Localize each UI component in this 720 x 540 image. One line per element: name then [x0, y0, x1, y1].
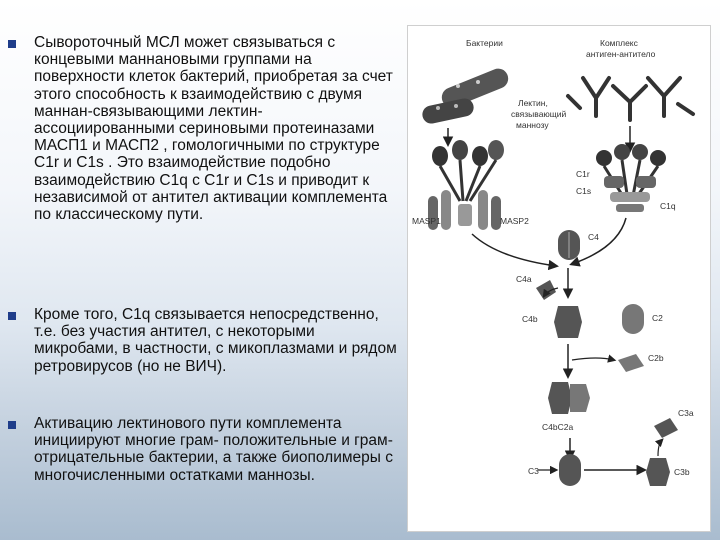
- c4b-molecule-icon: [554, 306, 582, 338]
- bullet-marker-icon: [8, 40, 16, 48]
- c3-molecule-icon: [559, 454, 581, 486]
- pathway-diagram: Бактерии Комплекс антиген-антитело Лекти…: [412, 38, 695, 486]
- bullet-item: Сывороточный МСЛ может связываться с кон…: [8, 34, 400, 223]
- label-c1s: C1s: [576, 186, 591, 196]
- label-c4bc2a: C4bC2a: [542, 422, 573, 432]
- antigen-antibody-complex-icon: [566, 76, 695, 122]
- label-c2b: C2b: [648, 353, 664, 363]
- label-bacteria: Бактерии: [466, 38, 503, 48]
- label-complex-2: антиген-антитело: [586, 49, 656, 59]
- label-masp1: MASP1: [412, 216, 441, 226]
- bullet-text: Активацию лектинового пути комплемента и…: [34, 415, 393, 484]
- c3a-fragment-icon: [654, 418, 678, 438]
- c4bc2a-convertase-icon: [548, 382, 590, 414]
- complement-pathway-figure: Бактерии Комплекс антиген-антитело Лекти…: [407, 25, 711, 532]
- label-c4: C4: [588, 232, 599, 242]
- c3b-molecule-icon: [646, 458, 670, 486]
- label-masp2: MASP2: [500, 216, 529, 226]
- label-c3b: C3b: [674, 467, 690, 477]
- c1-complex-icon: [596, 144, 666, 212]
- label-lectin-1: Лектин,: [518, 98, 548, 108]
- bullet-marker-icon: [8, 421, 16, 429]
- label-c4b: C4b: [522, 314, 538, 324]
- bullet-item: Активацию лектинового пути комплемента и…: [8, 415, 400, 484]
- label-c3: C3: [528, 466, 539, 476]
- mbl-masp-complex-icon: [428, 140, 504, 230]
- label-lectin-2: связывающий: [511, 109, 567, 119]
- bullet-item: Кроме того, C1q связывается непосредстве…: [8, 306, 400, 375]
- bullet-marker-icon: [8, 312, 16, 320]
- label-c3a: C3a: [678, 408, 694, 418]
- bullet-text: Сывороточный МСЛ может связываться с кон…: [34, 34, 393, 224]
- label-c2: C2: [652, 313, 663, 323]
- label-c4a: C4a: [516, 274, 532, 284]
- c2-molecule-icon: [622, 304, 644, 334]
- label-lectin-3: маннозу: [516, 120, 549, 130]
- label-complex-1: Комплекс: [600, 38, 639, 48]
- c2b-fragment-icon: [571, 354, 644, 372]
- label-c1q: C1q: [660, 201, 676, 211]
- c4a-fragment-icon: [536, 280, 559, 300]
- bacteria-icon: [422, 68, 509, 124]
- c4-molecule-icon: [558, 230, 580, 260]
- label-c1r: C1r: [576, 169, 590, 179]
- bullet-text: Кроме того, C1q связывается непосредстве…: [34, 306, 397, 375]
